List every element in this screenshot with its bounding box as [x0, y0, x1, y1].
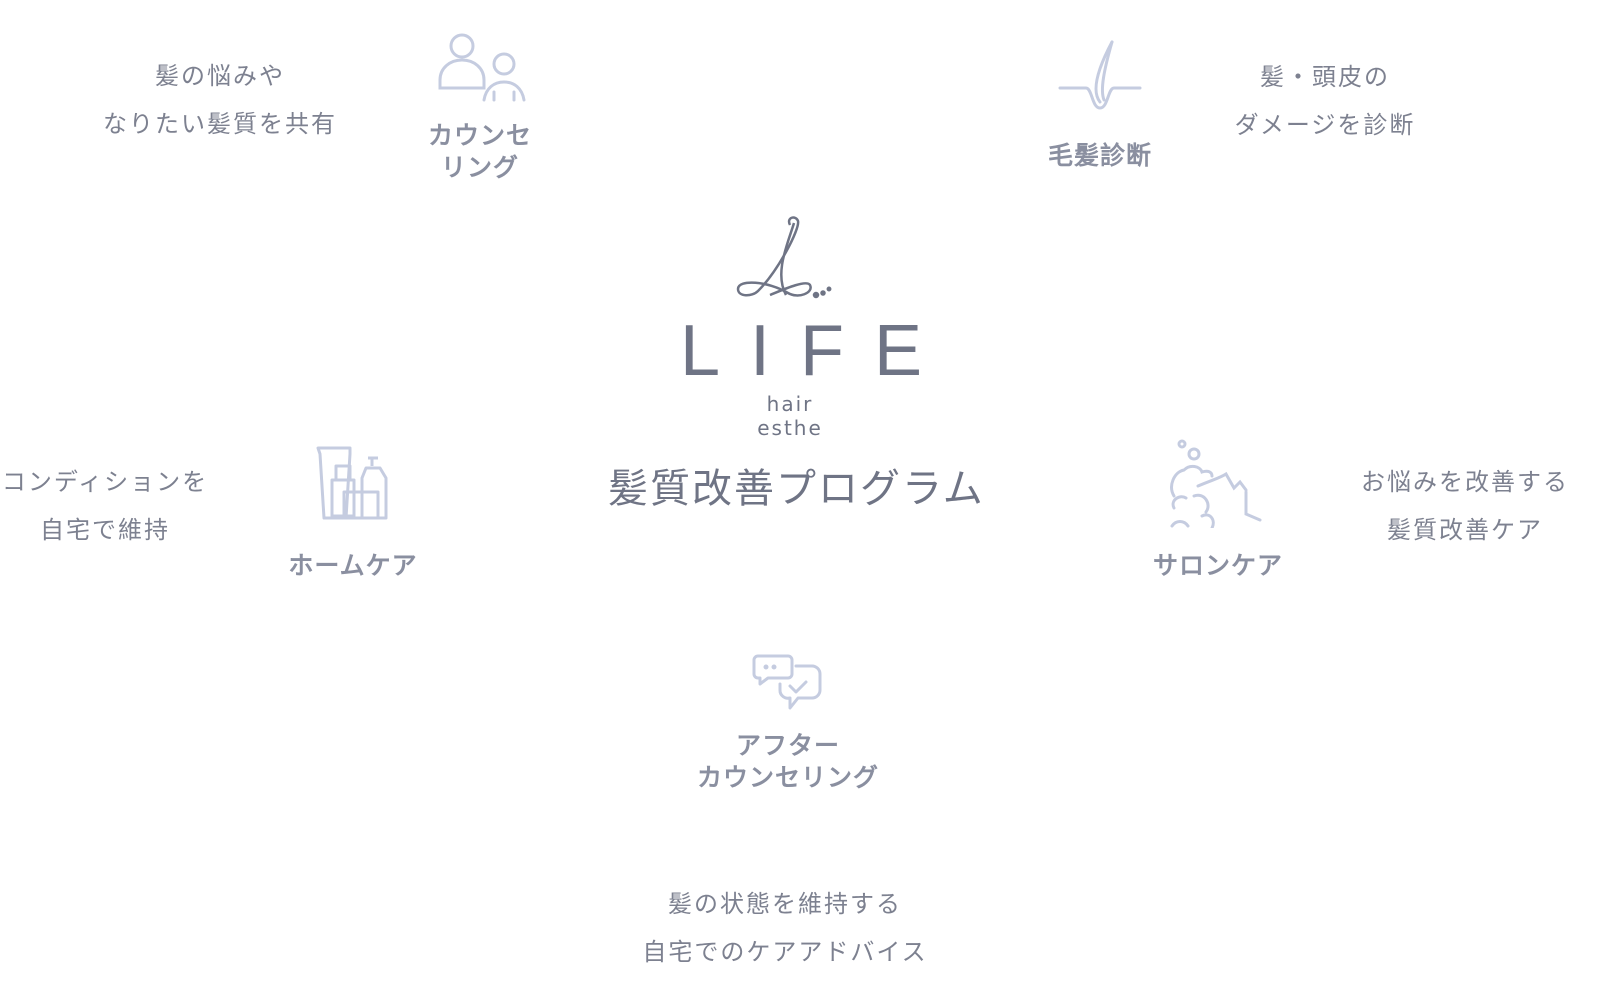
people-icon: [436, 30, 528, 102]
bottles-icon: [316, 446, 392, 522]
desc-line: 髪・頭皮の: [1260, 63, 1390, 91]
step-homecare-label: ホームケア: [288, 551, 418, 580]
step-after-counseling-desc: 髪の状態を維持する 自宅でのケアアドバイス: [620, 880, 950, 976]
desc-line: 髪の状態を維持する: [668, 890, 902, 918]
step-counseling-label: カウンセリング: [427, 121, 532, 182]
step-saloncare-desc: お悩みを改善する 髪質改善ケア: [1350, 458, 1580, 554]
logo-tagline: hair esthe: [757, 392, 823, 440]
step-after-counseling-label: アフターカウンセリング: [696, 731, 879, 792]
step-diagnosis-desc: 髪・頭皮の ダメージを診断: [1210, 53, 1440, 149]
shampoo-foam-icon: [1168, 436, 1264, 528]
hair-follicle-icon: [1058, 40, 1142, 114]
step-homecare-desc: コンディションを 自宅で維持: [0, 458, 220, 554]
step-counseling-desc: 髪の悩みや なりたい髪質を共有: [90, 52, 350, 148]
desc-line: コンディションを: [1, 468, 209, 496]
desc-line: 髪の悩みや: [155, 62, 285, 90]
logo-mark: [732, 215, 836, 307]
desc-line: お悩みを改善する: [1361, 468, 1569, 496]
desc-line: ダメージを診断: [1234, 111, 1416, 139]
step-diagnosis-label: 毛髪診断: [1047, 141, 1152, 170]
page-title: 髪質改善プログラム: [608, 466, 985, 512]
desc-line: 自宅でのケアアドバイス: [642, 938, 928, 966]
desc-line: なりたい髪質を共有: [103, 110, 337, 138]
chat-bubbles-icon: [752, 654, 822, 712]
logo-wordmark: LIFE: [680, 311, 953, 391]
desc-line: 自宅で維持: [40, 516, 170, 544]
step-saloncare-label: サロンケア: [1152, 551, 1283, 580]
desc-line: 髪質改善ケア: [1387, 516, 1543, 544]
